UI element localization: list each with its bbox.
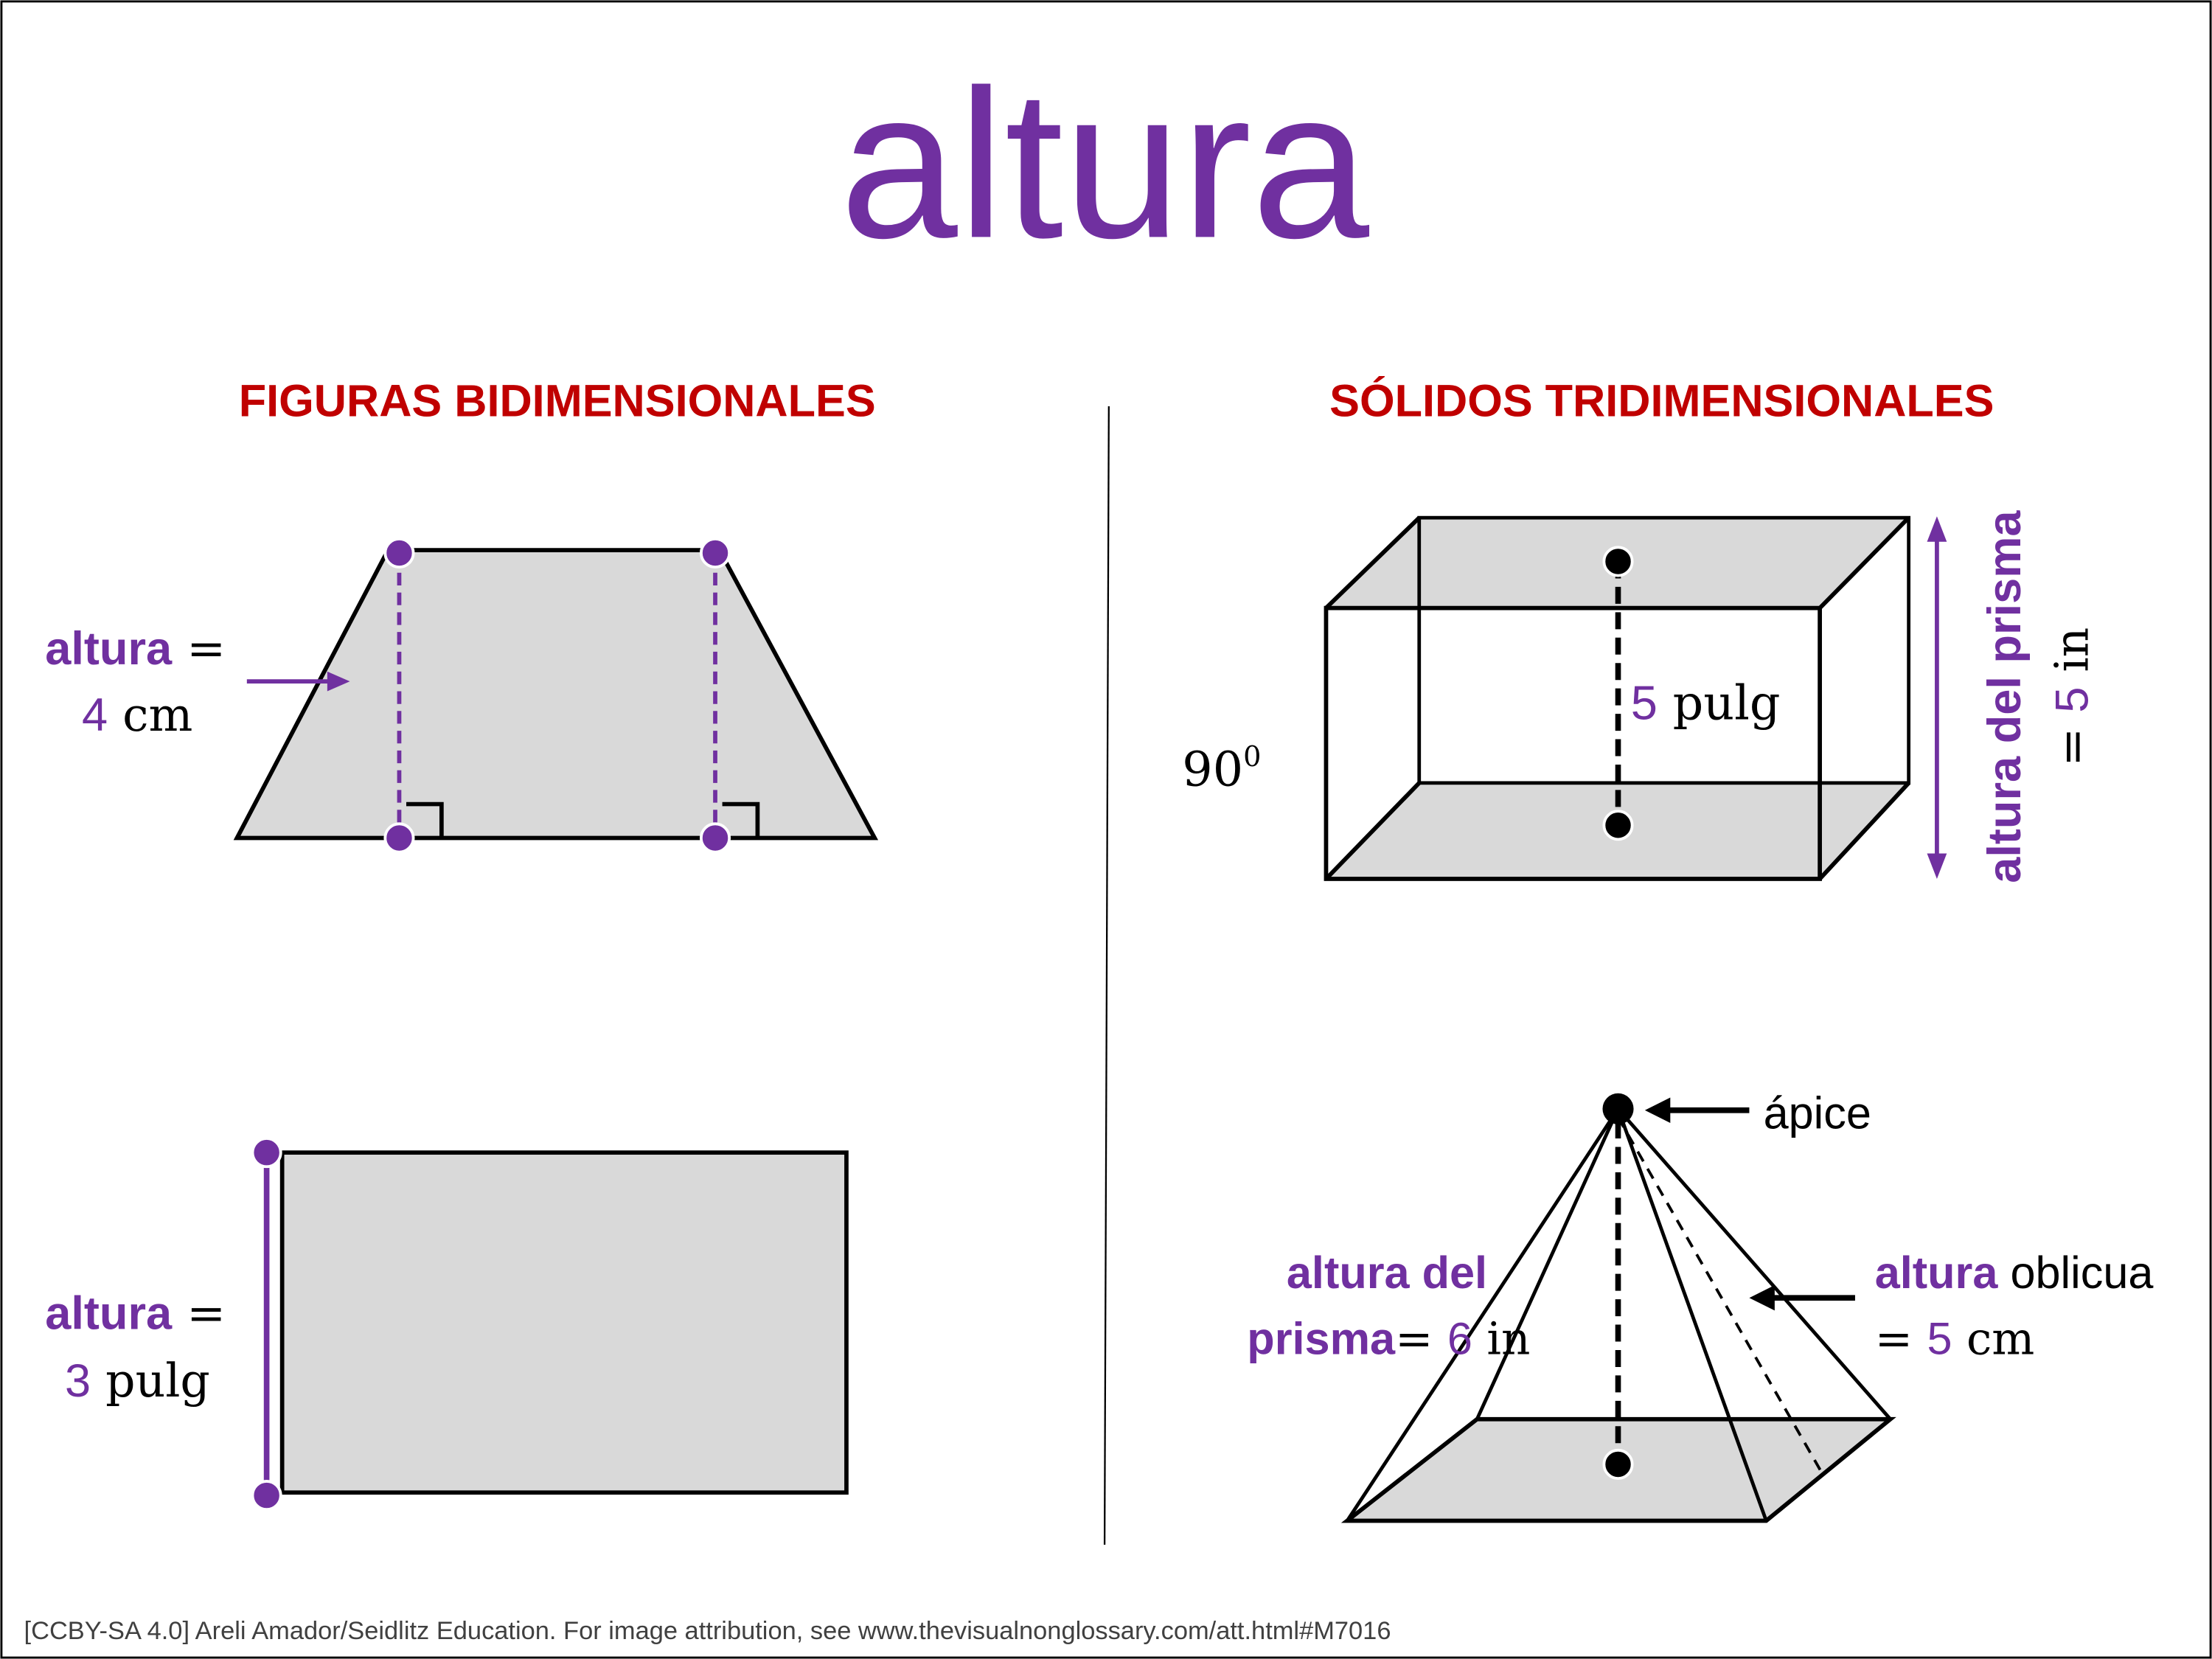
rectangle <box>279 1150 849 1495</box>
right-angle-mark <box>722 801 760 838</box>
pyramid-edge <box>1616 1107 1892 1421</box>
pyramid-height-label: altura del <box>1287 1248 1487 1298</box>
prism-side-label: altura del prisma <box>1979 510 2031 883</box>
slant-height-line <box>1616 1116 1824 1475</box>
arrow-down-icon <box>1927 853 1947 879</box>
prism-back-face <box>1417 515 1911 785</box>
rectangle-label: altura = <box>45 1285 226 1340</box>
heading-3d: SÓLIDOS TRIDIMENSIONALES <box>1329 375 1994 425</box>
pyramid-edge <box>1346 1107 1620 1522</box>
endpoint-dot <box>1602 1448 1634 1481</box>
trapezoid-value: 4 cm <box>82 687 192 742</box>
angle-label: 900 <box>1182 740 1261 798</box>
endpoint-dot <box>1602 810 1634 841</box>
prism-edge <box>1818 781 1910 880</box>
endpoint-dot <box>251 1480 282 1512</box>
prism-figure: 5 pulg 900 altura del prisma = 5 in <box>1182 510 2098 883</box>
prism-edge <box>1324 781 1421 880</box>
attribution-footer: [CCBY-SA 4.0] Areli Amador/Seidlitz Educ… <box>24 1617 1391 1645</box>
arrow-left-icon <box>1749 1284 1775 1311</box>
divider <box>1103 406 1110 1545</box>
prism-edge <box>1818 516 1910 610</box>
arrow-up-icon <box>1927 516 1947 542</box>
page-title: altura <box>840 45 1371 282</box>
arrow-left-icon <box>1644 1097 1671 1123</box>
pyramid-edge <box>1475 1107 1620 1420</box>
pyramid-figure: ápice altura del prisma= 6 in altura obl… <box>1247 1088 2154 1523</box>
endpoint-dot <box>383 822 415 854</box>
slant-height-label: altura oblicua <box>1875 1248 2154 1298</box>
prism-front-face <box>1324 605 1822 881</box>
slant-height-value: = 5 cm <box>1875 1313 2035 1366</box>
pyramid-height-value: prisma= 6 in <box>1247 1313 1530 1366</box>
right-angle-mark <box>406 801 444 838</box>
endpoint-dot <box>1602 546 1634 577</box>
heading-2d: FIGURAS BIDIMENSIONALES <box>239 375 876 425</box>
rectangle-value: 3 pulg <box>65 1353 210 1408</box>
prism-edge <box>1324 516 1421 610</box>
prism-side-value: = 5 in <box>2045 627 2099 767</box>
rectangle-figure: altura = 3 pulg <box>45 1137 849 1512</box>
endpoint-dot <box>383 537 415 569</box>
prism-height-value: 5 pulg <box>1631 676 1781 731</box>
pyramid-edge <box>1616 1108 1768 1522</box>
endpoint-dot <box>699 537 731 569</box>
endpoint-dot <box>251 1137 282 1169</box>
apex-label: ápice <box>1764 1088 1871 1138</box>
trapezoid-figure: altura = 4 cm <box>45 537 879 854</box>
trapezoid-label: altura = <box>45 621 226 675</box>
endpoint-dot <box>699 822 731 854</box>
apex-dot <box>1602 1093 1634 1124</box>
arrow-head-icon <box>327 671 350 692</box>
